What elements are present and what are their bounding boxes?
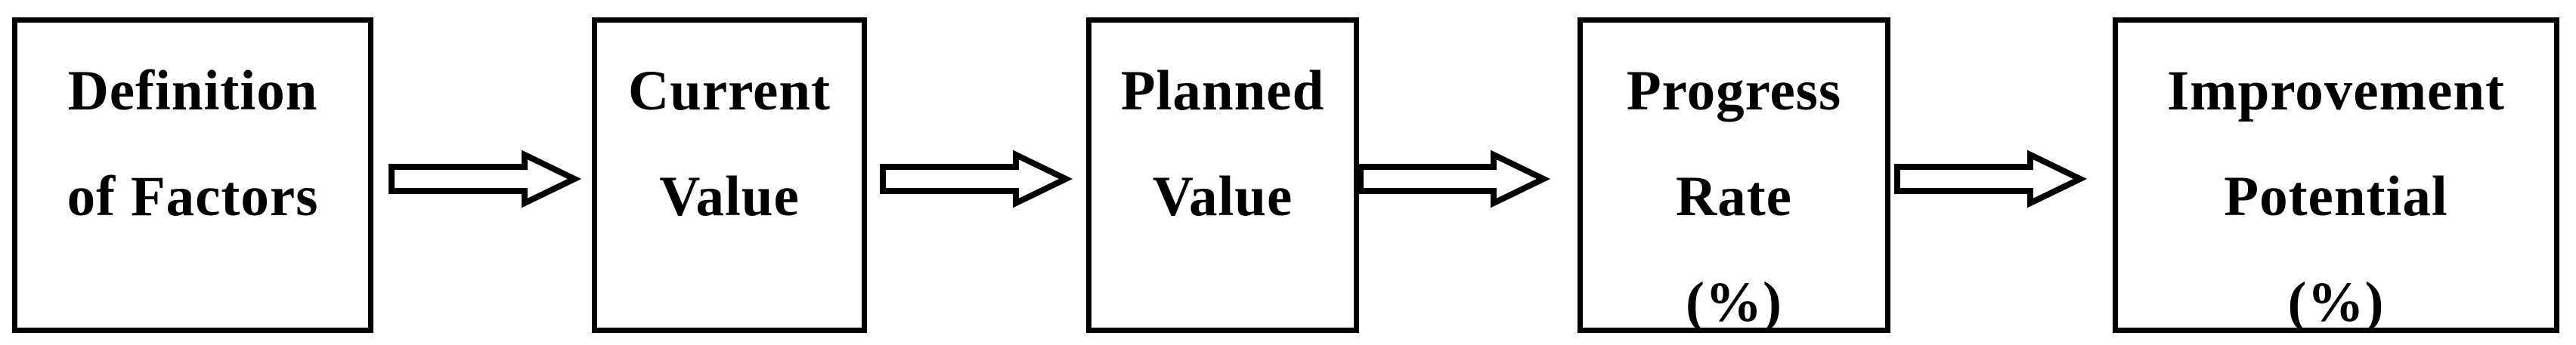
- box-line: Progress: [1626, 60, 1842, 122]
- box-line: of Factors: [67, 165, 319, 228]
- box-line: Improvement: [2166, 60, 2506, 122]
- right-arrow-icon: [389, 149, 582, 208]
- box-line: (%): [1686, 271, 1782, 334]
- box-line: Potential: [2224, 165, 2448, 228]
- right-arrow-icon: [1358, 149, 1551, 208]
- flow-box-current-value: Current Value: [592, 17, 867, 333]
- flow-box-progress-rate: Progress Rate (%): [1577, 17, 1890, 334]
- box-line: Current: [627, 60, 831, 122]
- box-line: Value: [1152, 165, 1293, 228]
- right-arrow-icon: [1894, 149, 2088, 208]
- flow-box-planned-value: Planned Value: [1086, 17, 1359, 333]
- flow-box-definition-of-factors: Definition of Factors: [12, 17, 373, 333]
- box-line: Rate: [1676, 165, 1792, 228]
- box-line: (%): [2287, 271, 2385, 334]
- box-line: Value: [659, 165, 800, 228]
- box-line: Planned: [1120, 60, 1325, 122]
- right-arrow-icon: [880, 149, 1073, 208]
- box-line: Definition: [67, 60, 318, 122]
- flow-box-improvement-potential: Improvement Potential (%): [2113, 17, 2559, 334]
